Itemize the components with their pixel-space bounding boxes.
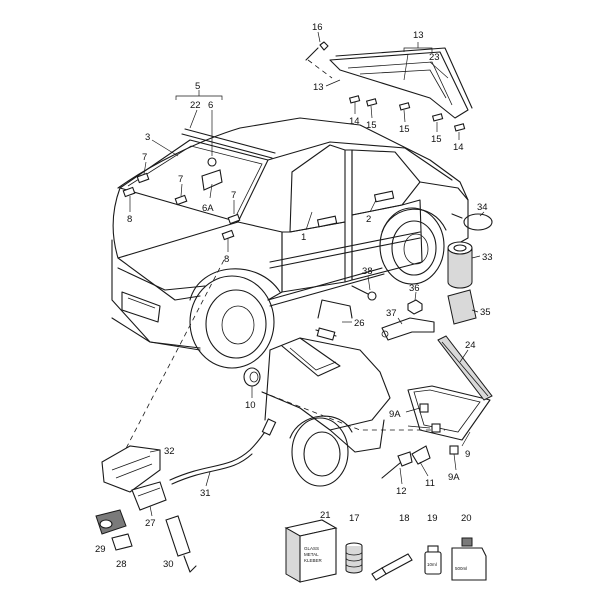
front-wheel [189,268,281,369]
roll-17 [345,542,363,574]
can-label: 500ml [455,566,467,571]
callout-29: 29 [95,544,106,555]
callout-1: 1 [301,232,306,243]
callout-36: 36 [409,283,420,294]
callout-6: 6 [208,100,213,111]
callout-30: 30 [163,559,174,570]
callout-9A-a: 9A [389,409,401,420]
callout-11: 11 [425,478,435,489]
callout-3: 3 [145,132,150,143]
callout-17: 17 [349,513,360,524]
box-label-line1: GLASS [304,546,319,551]
callout-28: 28 [116,559,127,570]
antenna-12 [381,445,431,479]
rear-window-clips [348,95,466,132]
windshield-trim [181,133,273,159]
adhesive-box: GLASS METAL KLEBER [284,519,338,583]
callout-15-a: 15 [366,120,377,131]
callout-8-b: 8 [224,254,229,265]
callout-19: 19 [427,513,438,524]
grommet-10 [243,367,261,387]
callout-32: 32 [164,446,175,457]
cable-tie [451,213,493,231]
callout-9A-b: 9A [448,472,460,483]
callout-20: 20 [461,513,472,524]
callout-9: 9 [465,449,470,460]
bolt-38 [351,285,377,301]
lock-32 [101,445,161,493]
callout-12: 12 [396,486,407,497]
windshield-clips [122,172,241,241]
molding-strip [437,335,493,401]
callout-6A: 6A [202,203,214,214]
callout-14-b: 14 [453,142,464,153]
nut-36 [407,299,423,315]
rear-window [329,47,473,119]
box-label-line2: METAL [304,552,319,557]
callout-24: 24 [465,340,476,351]
front-door-handle [316,215,338,228]
front-bumper [111,317,201,349]
callout-31: 31 [200,488,211,499]
callout-15-c: 15 [431,134,442,145]
leader-lines [129,31,485,517]
part-29 [95,509,127,535]
rear-door-window [351,149,421,216]
callout-10: 10 [245,400,256,411]
bracket-37 [381,317,435,341]
callout-16: 16 [312,22,323,33]
bottle-19: 10ml [424,545,442,575]
front-door-window [289,144,346,233]
callout-34: 34 [477,202,488,213]
callout-38: 38 [362,266,373,277]
car-body [111,117,469,369]
bottle-label: 10ml [427,562,437,567]
callout-23: 23 [429,52,440,63]
callout-15-b: 15 [399,124,410,135]
part-30 [165,515,197,573]
adhesive-pad [447,289,477,325]
mirror-mount [201,157,223,191]
callout-37: 37 [386,308,397,319]
bolt-16 [305,41,333,79]
rear-wheel [379,207,447,285]
part-28 [111,533,133,551]
callout-13-a: 13 [413,30,424,41]
door-molding [269,231,421,263]
callout-22: 22 [190,100,201,111]
rear-door-handle [373,190,395,203]
callout-7-c: 7 [231,190,236,201]
headlight [121,291,161,323]
callout-7-a: 7 [142,152,147,163]
callout-21: 21 [320,510,331,521]
callout-2: 2 [366,214,371,225]
callout-8-a: 8 [127,214,132,225]
motor-27 [131,481,167,511]
callout-26: 26 [354,318,365,329]
quarter-window [407,385,491,455]
tape-roll [447,241,473,289]
callout-14-a: 14 [349,116,360,127]
box-label-line3: KLEBER [304,558,323,563]
callout-27: 27 [145,518,156,529]
cable-31 [169,423,271,481]
callout-18: 18 [399,513,410,524]
wire-26 [315,299,353,341]
tube-18 [371,553,413,581]
callout-numbers: 1 2 3 5 22 6 6A 7 7 7 8 8 9 9A 9A 10 11 … [95,22,493,570]
callout-7-b: 7 [178,174,183,185]
callout-35: 35 [480,307,491,318]
callout-33: 33 [482,252,493,263]
callout-13-b: 13 [313,82,324,93]
rear-body [261,337,445,487]
can-20: 500ml [451,537,487,581]
callout-5: 5 [195,81,200,92]
